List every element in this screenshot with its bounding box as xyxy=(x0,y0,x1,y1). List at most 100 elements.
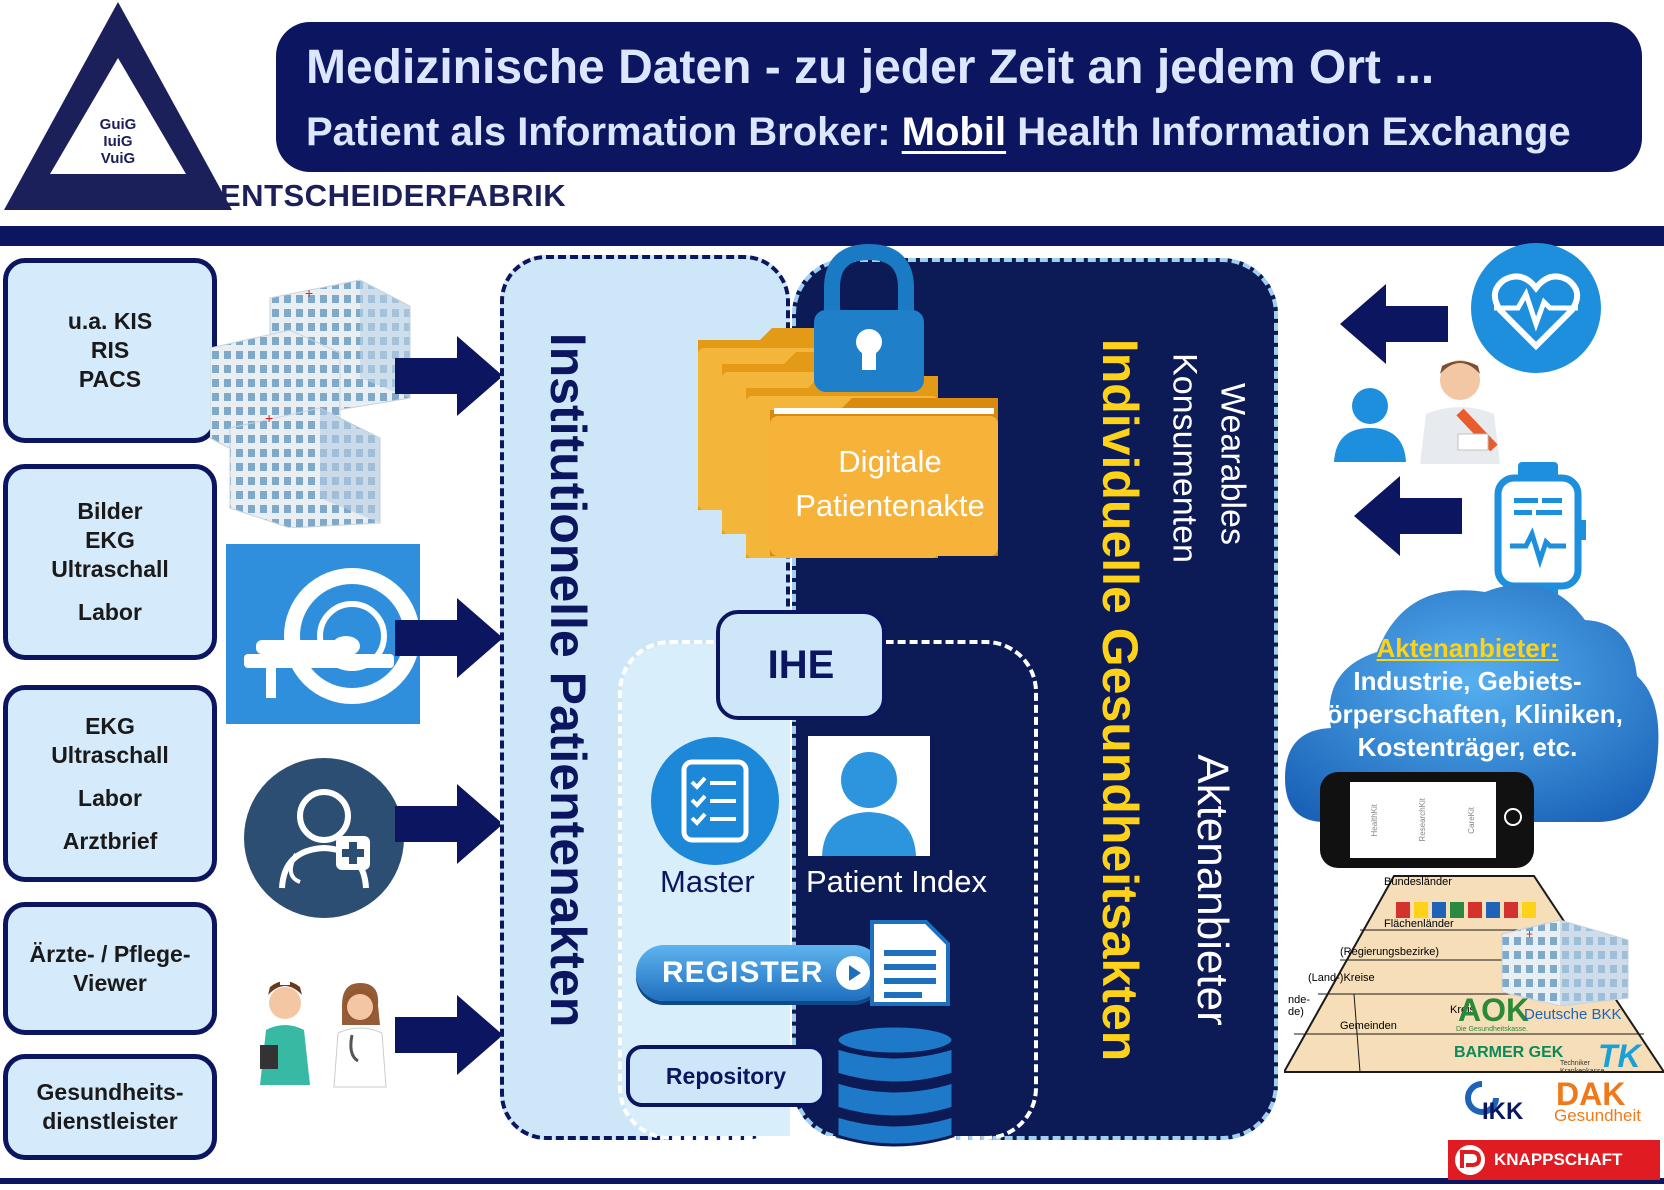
phone-app-label: CareKit xyxy=(1467,806,1477,834)
user-icon xyxy=(1334,388,1406,462)
source-box-bilder: Bilder EKG Ultraschall Labor xyxy=(3,464,217,660)
svg-text:+: + xyxy=(265,410,273,426)
checklist-icon xyxy=(651,737,779,865)
pyramid-bundeslaender: Bundesländer xyxy=(1384,876,1452,888)
source-label: EKG xyxy=(85,712,135,739)
page-title: Medizinische Daten - zu jeder Zeit an je… xyxy=(306,41,1435,94)
cloud-line-3: Kostenträger, etc. xyxy=(1357,732,1578,762)
source-label: u.a. KIS xyxy=(67,308,153,334)
ikk-logo: IKK xyxy=(1464,1080,1528,1126)
source-label: Gesundheits- xyxy=(36,1079,184,1105)
lock-icon xyxy=(814,244,924,392)
database-icon xyxy=(835,1024,955,1147)
konsumenten-label: Konsumenten xyxy=(1165,353,1204,563)
svg-text:+: + xyxy=(305,285,313,301)
source-label: Labor xyxy=(78,784,142,811)
aok-logo: AOK xyxy=(1458,992,1530,1028)
register-label: REGISTER xyxy=(662,956,824,989)
svg-text:+: + xyxy=(1526,927,1533,941)
logo-line-2: IuiG xyxy=(103,133,133,150)
institutional-label: Institutionelle Patientenakten xyxy=(540,332,596,1028)
phone-screen: HealthKit ResearchKit CareKit xyxy=(1350,782,1496,858)
patient-injured-icon xyxy=(1420,360,1500,464)
phone-app-label: HealthKit xyxy=(1369,803,1379,837)
source-label: Ultraschall xyxy=(51,741,169,768)
dak-subtitle: Gesundheit xyxy=(1554,1106,1641,1125)
wearables-label: Wearables xyxy=(1213,383,1252,545)
guig-logo xyxy=(4,2,232,210)
pyramid-flaechenlaender: Flächenländer xyxy=(1384,918,1454,930)
mri-scanner-icon xyxy=(226,544,420,724)
nurse-doctor-icon xyxy=(260,979,387,1088)
individual-label: Individuelle Gesundheitsakten xyxy=(1092,338,1148,1062)
digital-record-label: Digitale Patientenakte xyxy=(770,440,1010,528)
source-label: Arztbrief xyxy=(62,827,158,854)
source-label: Bilder xyxy=(77,498,143,524)
pyramid-kreise: (Land-)Kreise xyxy=(1308,972,1375,984)
page-subtitle: Patient als Information Broker: Mobil He… xyxy=(306,106,1642,158)
tk-subtitle: Techniker Krankenkasse xyxy=(1560,1060,1604,1076)
cloud-title: Aktenanbieter: xyxy=(1376,633,1559,663)
patient-index-label: Patient Index xyxy=(806,864,987,899)
source-box-viewer: Ärzte- / Pflege- Viewer xyxy=(3,902,217,1035)
repository-box: Repository xyxy=(626,1045,826,1107)
knappschaft-logo: KNAPPSCHAFT xyxy=(1448,1140,1660,1180)
source-box-dienstleister: Gesundheits- dienstleister xyxy=(3,1054,217,1160)
source-label: Ärzte- / Pflege- xyxy=(29,940,191,967)
arrow-right-icon xyxy=(395,995,503,1075)
brand-name: ENTSCHEIDERFABRIK xyxy=(220,178,567,213)
arrow-right-icon xyxy=(395,598,503,678)
source-label: Viewer xyxy=(73,969,147,996)
tk-logo: TK xyxy=(1598,1038,1641,1074)
pyramid-left-line-2: de) xyxy=(1288,1006,1304,1018)
phone-app-label: ResearchKit xyxy=(1418,798,1428,842)
source-label: RIS xyxy=(90,337,130,363)
knappschaft-mark-icon xyxy=(1455,1145,1485,1175)
heart-monitor-icon xyxy=(1471,243,1601,373)
register-button[interactable]: REGISTER xyxy=(636,945,882,1001)
cloud-text: Aktenanbieter: Industrie, Gebiets- körpe… xyxy=(1275,632,1660,764)
pyramid-kreis: Kreis xyxy=(1450,1004,1476,1016)
pyramid-gemeinden: Gemeinden xyxy=(1340,1020,1397,1032)
source-label: Ultraschall xyxy=(51,556,169,582)
subtitle-mobil: Mobil xyxy=(901,110,1007,154)
ikk-ring-icon xyxy=(1465,1081,1499,1115)
subtitle-pre: Patient als Information Broker: xyxy=(306,110,902,154)
patient-avatar xyxy=(808,736,930,856)
aktenanbieter-label: Aktenanbieter xyxy=(1188,754,1237,1026)
logo-line-1: GuiG xyxy=(99,116,137,133)
source-label: dienstleister xyxy=(42,1108,178,1134)
phone-icon: HealthKit ResearchKit CareKit xyxy=(1320,772,1534,868)
source-label: EKG xyxy=(85,527,135,553)
subtitle-post: Health Information Exchange xyxy=(1006,110,1571,154)
cloud-line-2: körperschaften, Kliniken, xyxy=(1312,699,1623,729)
play-icon xyxy=(836,956,871,990)
dak-logo: DAK xyxy=(1556,1076,1626,1112)
phone-home-button xyxy=(1504,808,1522,826)
folder-line-2: Patientenakte xyxy=(795,488,985,523)
arrow-right-icon xyxy=(395,784,503,864)
bkk-logo: Deutsche BKK xyxy=(1524,1006,1622,1023)
folder-stack-icon xyxy=(698,328,998,558)
header-rule xyxy=(0,226,1664,246)
logo-line-3: VuiG xyxy=(100,150,136,167)
cloud-line-1: Industrie, Gebiets- xyxy=(1353,666,1582,696)
barmer-logo: BARMER GEK xyxy=(1454,1044,1564,1061)
pyramid-left-fragment: nde- de) xyxy=(1288,994,1310,1018)
source-box-kis: u.a. KIS RIS PACS xyxy=(3,258,217,443)
tk-subtitle-1: Techniker xyxy=(1560,1060,1590,1067)
source-label: PACS xyxy=(78,366,142,392)
master-label: Master xyxy=(660,864,755,899)
logo-text: GuiG IuiG VuiG xyxy=(92,116,144,167)
folder-line-1: Digitale xyxy=(838,444,942,479)
source-label: Labor xyxy=(78,599,142,625)
ihe-box: IHE xyxy=(716,610,886,720)
pyramid-left-line-1: nde- xyxy=(1288,994,1311,1006)
cloud-shape xyxy=(1285,584,1659,822)
tk-subtitle-2: Krankenkasse xyxy=(1560,1068,1605,1075)
arrow-right-icon xyxy=(395,336,503,416)
hospital-buildings-icon: + + xyxy=(210,279,411,528)
ikk-label: IKK xyxy=(1482,1098,1524,1125)
knappschaft-label: KNAPPSCHAFT xyxy=(1494,1150,1623,1169)
arrow-left-icon xyxy=(1340,284,1448,364)
